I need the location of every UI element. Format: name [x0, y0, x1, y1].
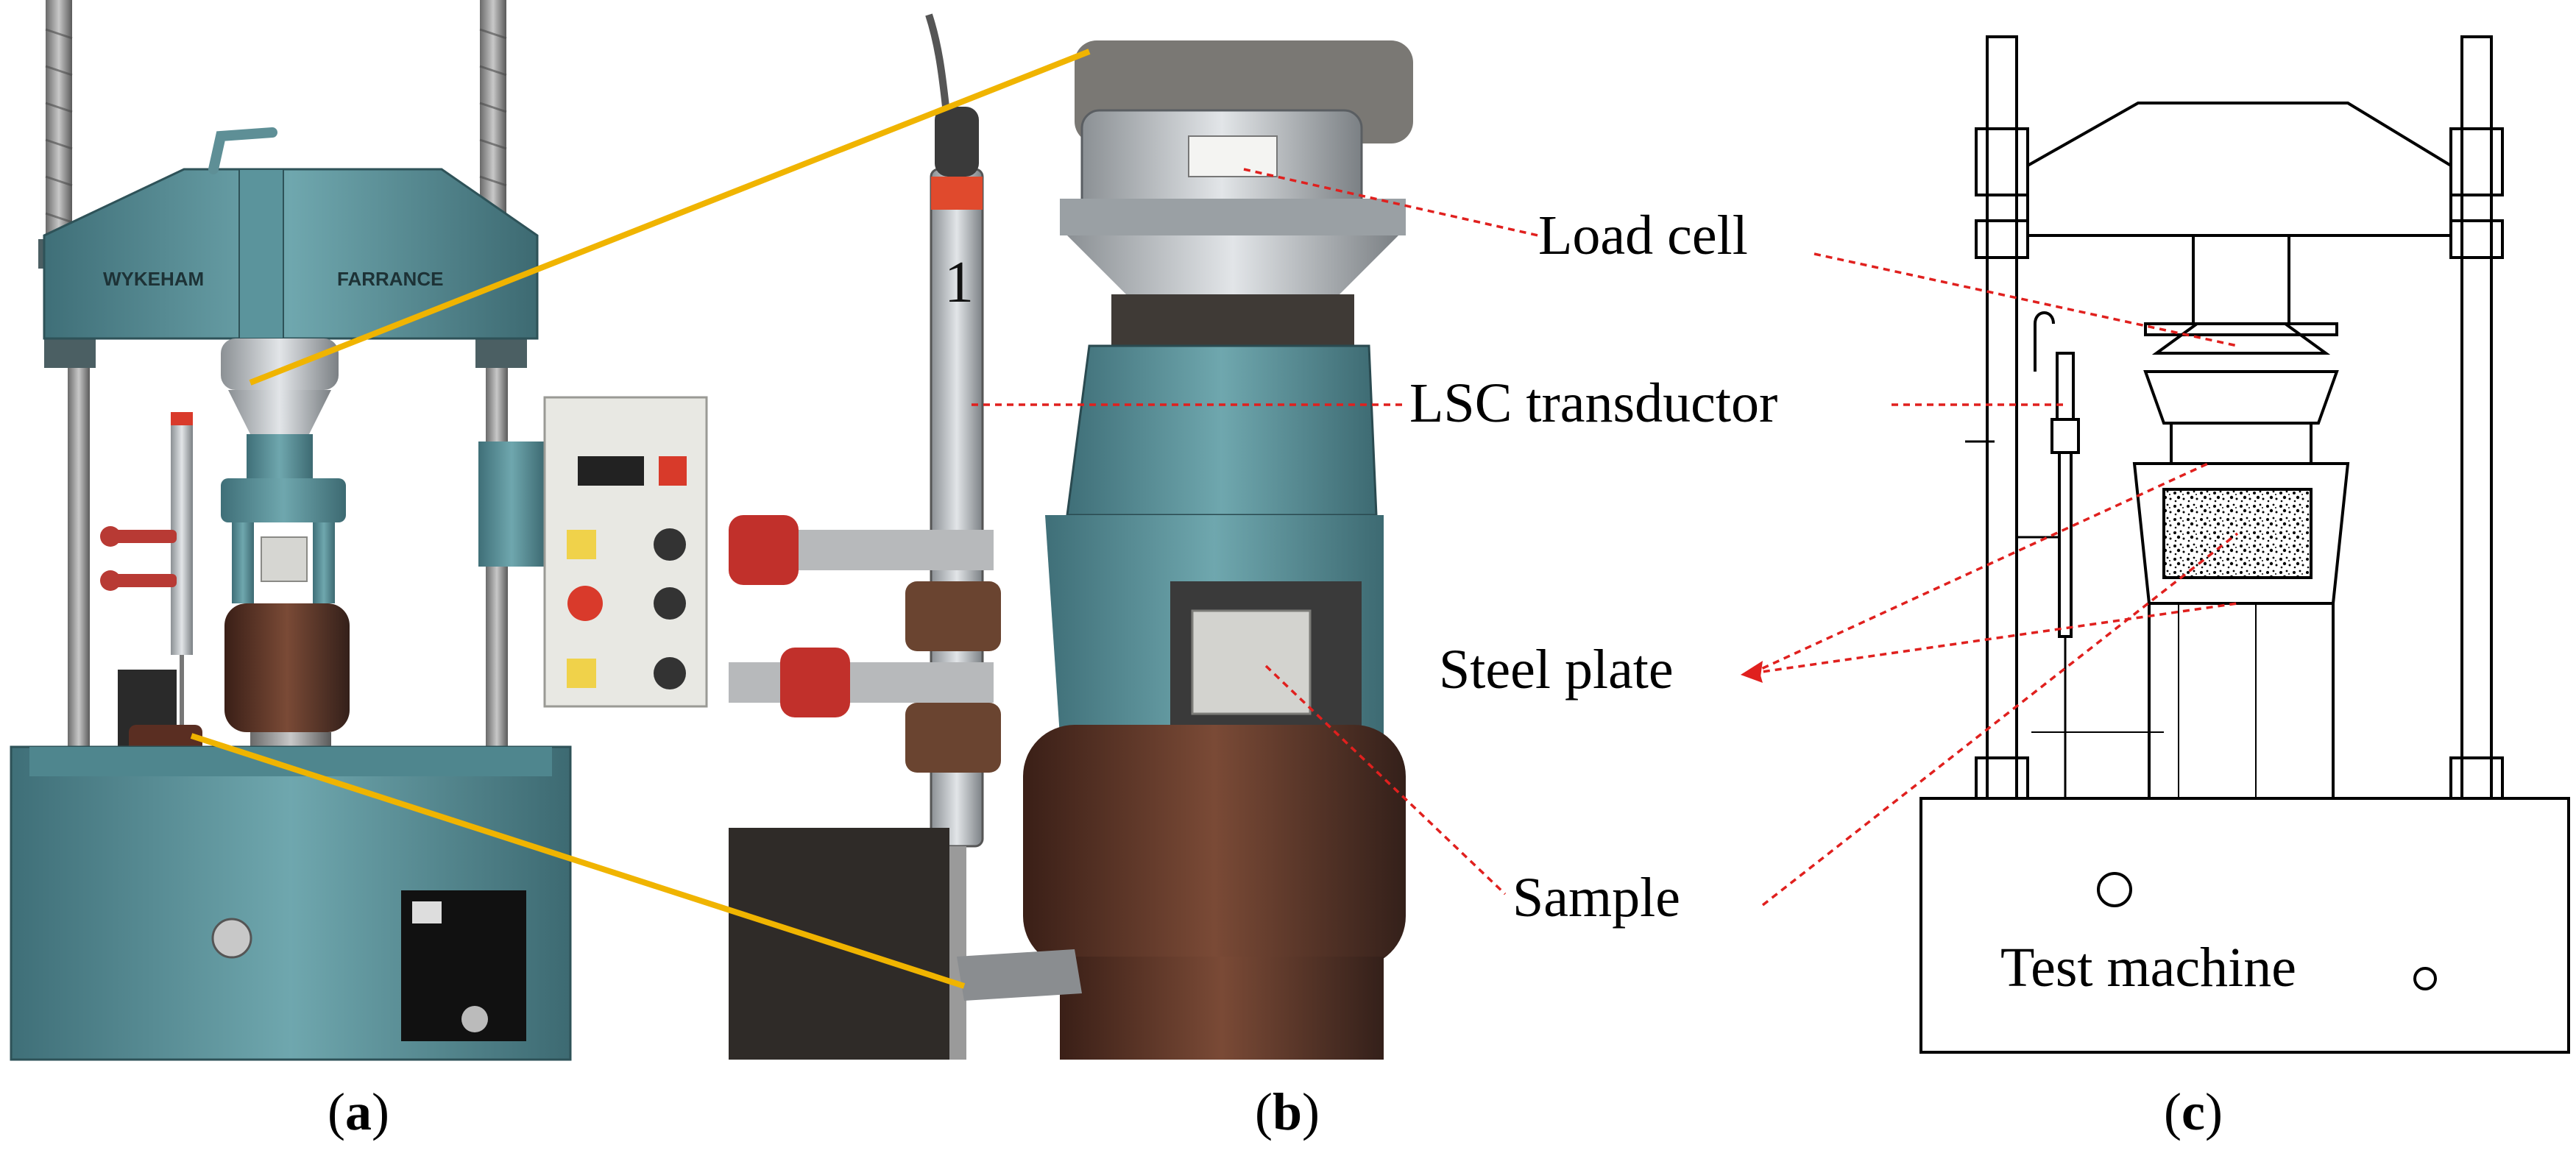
- load-cell-a: [221, 338, 339, 390]
- label-steel-plate: Steel plate: [1439, 639, 1674, 701]
- leader-arrowheads: [1741, 661, 1763, 683]
- schematic-screw: [2413, 967, 2437, 990]
- control-box: [478, 396, 708, 708]
- caption-b: (b): [1255, 1082, 1320, 1141]
- column-left: [68, 324, 90, 751]
- clamp-arms-b: [729, 515, 1001, 773]
- rust-base-b: [1023, 725, 1406, 968]
- caption-c-letter: c: [2182, 1082, 2205, 1141]
- brand-left-text: WYKEHAM: [103, 268, 204, 290]
- label-test-machine: Test machine: [2000, 937, 2296, 999]
- clamps-a: [100, 526, 177, 591]
- caption-a: (a): [328, 1082, 389, 1141]
- schematic-c: [1919, 35, 2570, 1054]
- threaded-rod-left: [46, 0, 72, 250]
- sample-b: [1191, 609, 1312, 715]
- zoom-lines: [190, 49, 1091, 989]
- leader-lines: [972, 168, 2239, 907]
- rod-number-text: 1: [944, 250, 974, 315]
- sample-a: [261, 536, 308, 582]
- label-sample: Sample: [1512, 867, 1680, 929]
- brand-right-text: FARRANCE: [337, 268, 443, 290]
- rust-base-a: [224, 603, 350, 732]
- photo-a-test-machine: WYKEHAM FARRANCE: [0, 0, 708, 1061]
- label-lsc-transductor: LSC transductor: [1409, 372, 1777, 434]
- caption-c: (c): [2164, 1082, 2223, 1141]
- crank-handle: [208, 127, 277, 174]
- nut-left-bottom: [44, 338, 96, 368]
- crossbeam: [43, 168, 539, 340]
- schematic-base: [1919, 797, 2570, 1054]
- photo-b-zoom: 1: [729, 0, 1472, 1060]
- label-load-cell: Load cell: [1538, 205, 1748, 266]
- caption-a-letter: a: [345, 1082, 372, 1141]
- schematic-knob: [2097, 872, 2132, 907]
- blue-housing-b: [1066, 344, 1378, 517]
- nut-right-bottom: [475, 338, 527, 368]
- caption-b-letter: b: [1273, 1082, 1302, 1141]
